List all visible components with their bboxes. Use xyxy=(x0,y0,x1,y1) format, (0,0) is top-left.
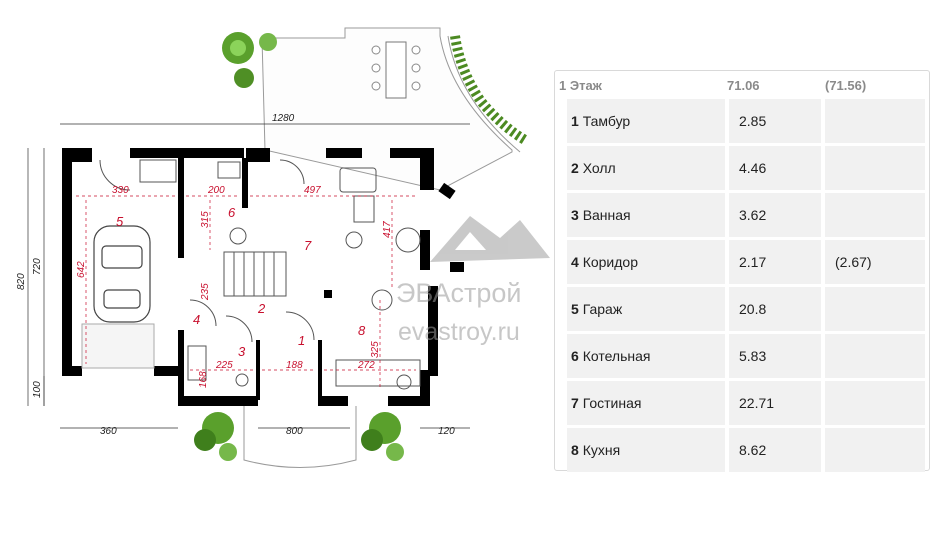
dim-642: 642 xyxy=(76,261,87,278)
watermark-brand: ЭВАстрой xyxy=(396,278,522,308)
room-area: 3.62 xyxy=(739,207,767,223)
floor-plan: 1280 720 820 100 360 800 120 330 200 497… xyxy=(16,27,550,468)
dim-225: 225 xyxy=(215,360,233,371)
room-area: 2.17 xyxy=(739,254,767,270)
watermark-site: evastroy.ru xyxy=(398,318,520,346)
dim-820: 820 xyxy=(16,273,27,290)
room-num: 6 xyxy=(571,348,579,364)
room-name: Кухня xyxy=(582,442,621,458)
table-row: 5 Гараж 20.8 xyxy=(567,287,925,331)
room-number-3: 3 xyxy=(238,344,246,359)
dim-325: 325 xyxy=(370,341,381,358)
watermark-logo xyxy=(430,216,550,262)
room-area: 4.46 xyxy=(739,160,767,176)
room-name: Гостиная xyxy=(582,395,642,411)
room-area-extra xyxy=(825,381,925,425)
room-num: 3 xyxy=(571,207,579,223)
room-name: Коридор xyxy=(582,254,638,270)
room-area: 20.8 xyxy=(739,301,767,317)
table-row: 1 Тамбур 2.85 xyxy=(567,99,925,143)
room-area-table: 1 Этаж 71.06 (71.56) 1 Тамбур 2.85 2 Хол… xyxy=(554,70,930,472)
total-area: 71.06 xyxy=(727,78,760,93)
dim-168: 168 xyxy=(198,371,209,388)
room-area-extra xyxy=(825,334,925,378)
table-row: 3 Ванная 3.62 xyxy=(567,193,925,237)
plants-top xyxy=(222,32,528,145)
table-row: 4 Коридор 2.17 (2.67) xyxy=(567,240,925,284)
dim-720: 720 xyxy=(32,258,43,275)
dim-800: 800 xyxy=(286,426,303,437)
room-num: 8 xyxy=(571,442,579,458)
dim-100: 100 xyxy=(32,381,43,398)
room-num: 4 xyxy=(571,254,579,270)
room-num: 1 xyxy=(571,113,579,129)
dim-315: 315 xyxy=(200,211,211,228)
table-row: 6 Котельная 5.83 xyxy=(567,334,925,378)
dim-120: 120 xyxy=(438,426,455,437)
room-num: 7 xyxy=(571,395,579,411)
dining-table xyxy=(385,41,407,99)
car xyxy=(93,225,151,323)
room-num: 5 xyxy=(571,301,579,317)
room-num: 2 xyxy=(571,160,579,176)
room-name: Холл xyxy=(582,160,616,176)
room-area-extra xyxy=(825,99,925,143)
room-number-5: 5 xyxy=(116,214,124,229)
terrace xyxy=(261,27,521,191)
table-row: 7 Гостиная 22.71 xyxy=(567,381,925,425)
dim-terrace-width: 1280 xyxy=(272,113,295,124)
room-name: Гараж xyxy=(582,301,623,317)
room-name: Тамбур xyxy=(582,113,631,129)
dim-330: 330 xyxy=(112,185,129,196)
dim-360: 360 xyxy=(100,426,117,437)
room-area-extra xyxy=(825,193,925,237)
total-area-alt: (71.56) xyxy=(825,78,867,93)
room-number-6: 6 xyxy=(228,205,236,220)
room-number-8: 8 xyxy=(358,323,366,338)
room-area-extra xyxy=(825,287,925,331)
dim-497: 497 xyxy=(304,185,321,196)
room-number-4: 4 xyxy=(193,312,200,327)
room-name: Котельная xyxy=(582,348,651,364)
plants-bottom xyxy=(194,412,404,461)
room-number-1: 1 xyxy=(298,333,305,348)
table-header: 1 Этаж 71.06 (71.56) xyxy=(555,71,929,99)
dim-417: 417 xyxy=(382,221,393,238)
dim-235: 235 xyxy=(200,283,211,301)
dim-272: 272 xyxy=(357,360,375,371)
dim-200: 200 xyxy=(207,185,225,196)
room-name: Ванная xyxy=(582,207,631,223)
room-area-extra xyxy=(825,146,925,190)
room-number-2: 2 xyxy=(257,301,266,316)
table-row: 8 Кухня 8.62 xyxy=(567,428,925,472)
walls xyxy=(62,148,464,406)
dim-188: 188 xyxy=(286,360,303,371)
room-area: 8.62 xyxy=(739,442,767,458)
floor-label: 1 Этаж xyxy=(559,78,602,93)
room-area-extra: (2.67) xyxy=(835,254,872,270)
room-area: 5.83 xyxy=(739,348,767,364)
room-area: 2.85 xyxy=(739,113,767,129)
room-area: 22.71 xyxy=(739,395,775,411)
table-row: 2 Холл 4.46 xyxy=(567,146,925,190)
room-number-7: 7 xyxy=(304,238,312,253)
room-area-extra xyxy=(825,428,925,472)
